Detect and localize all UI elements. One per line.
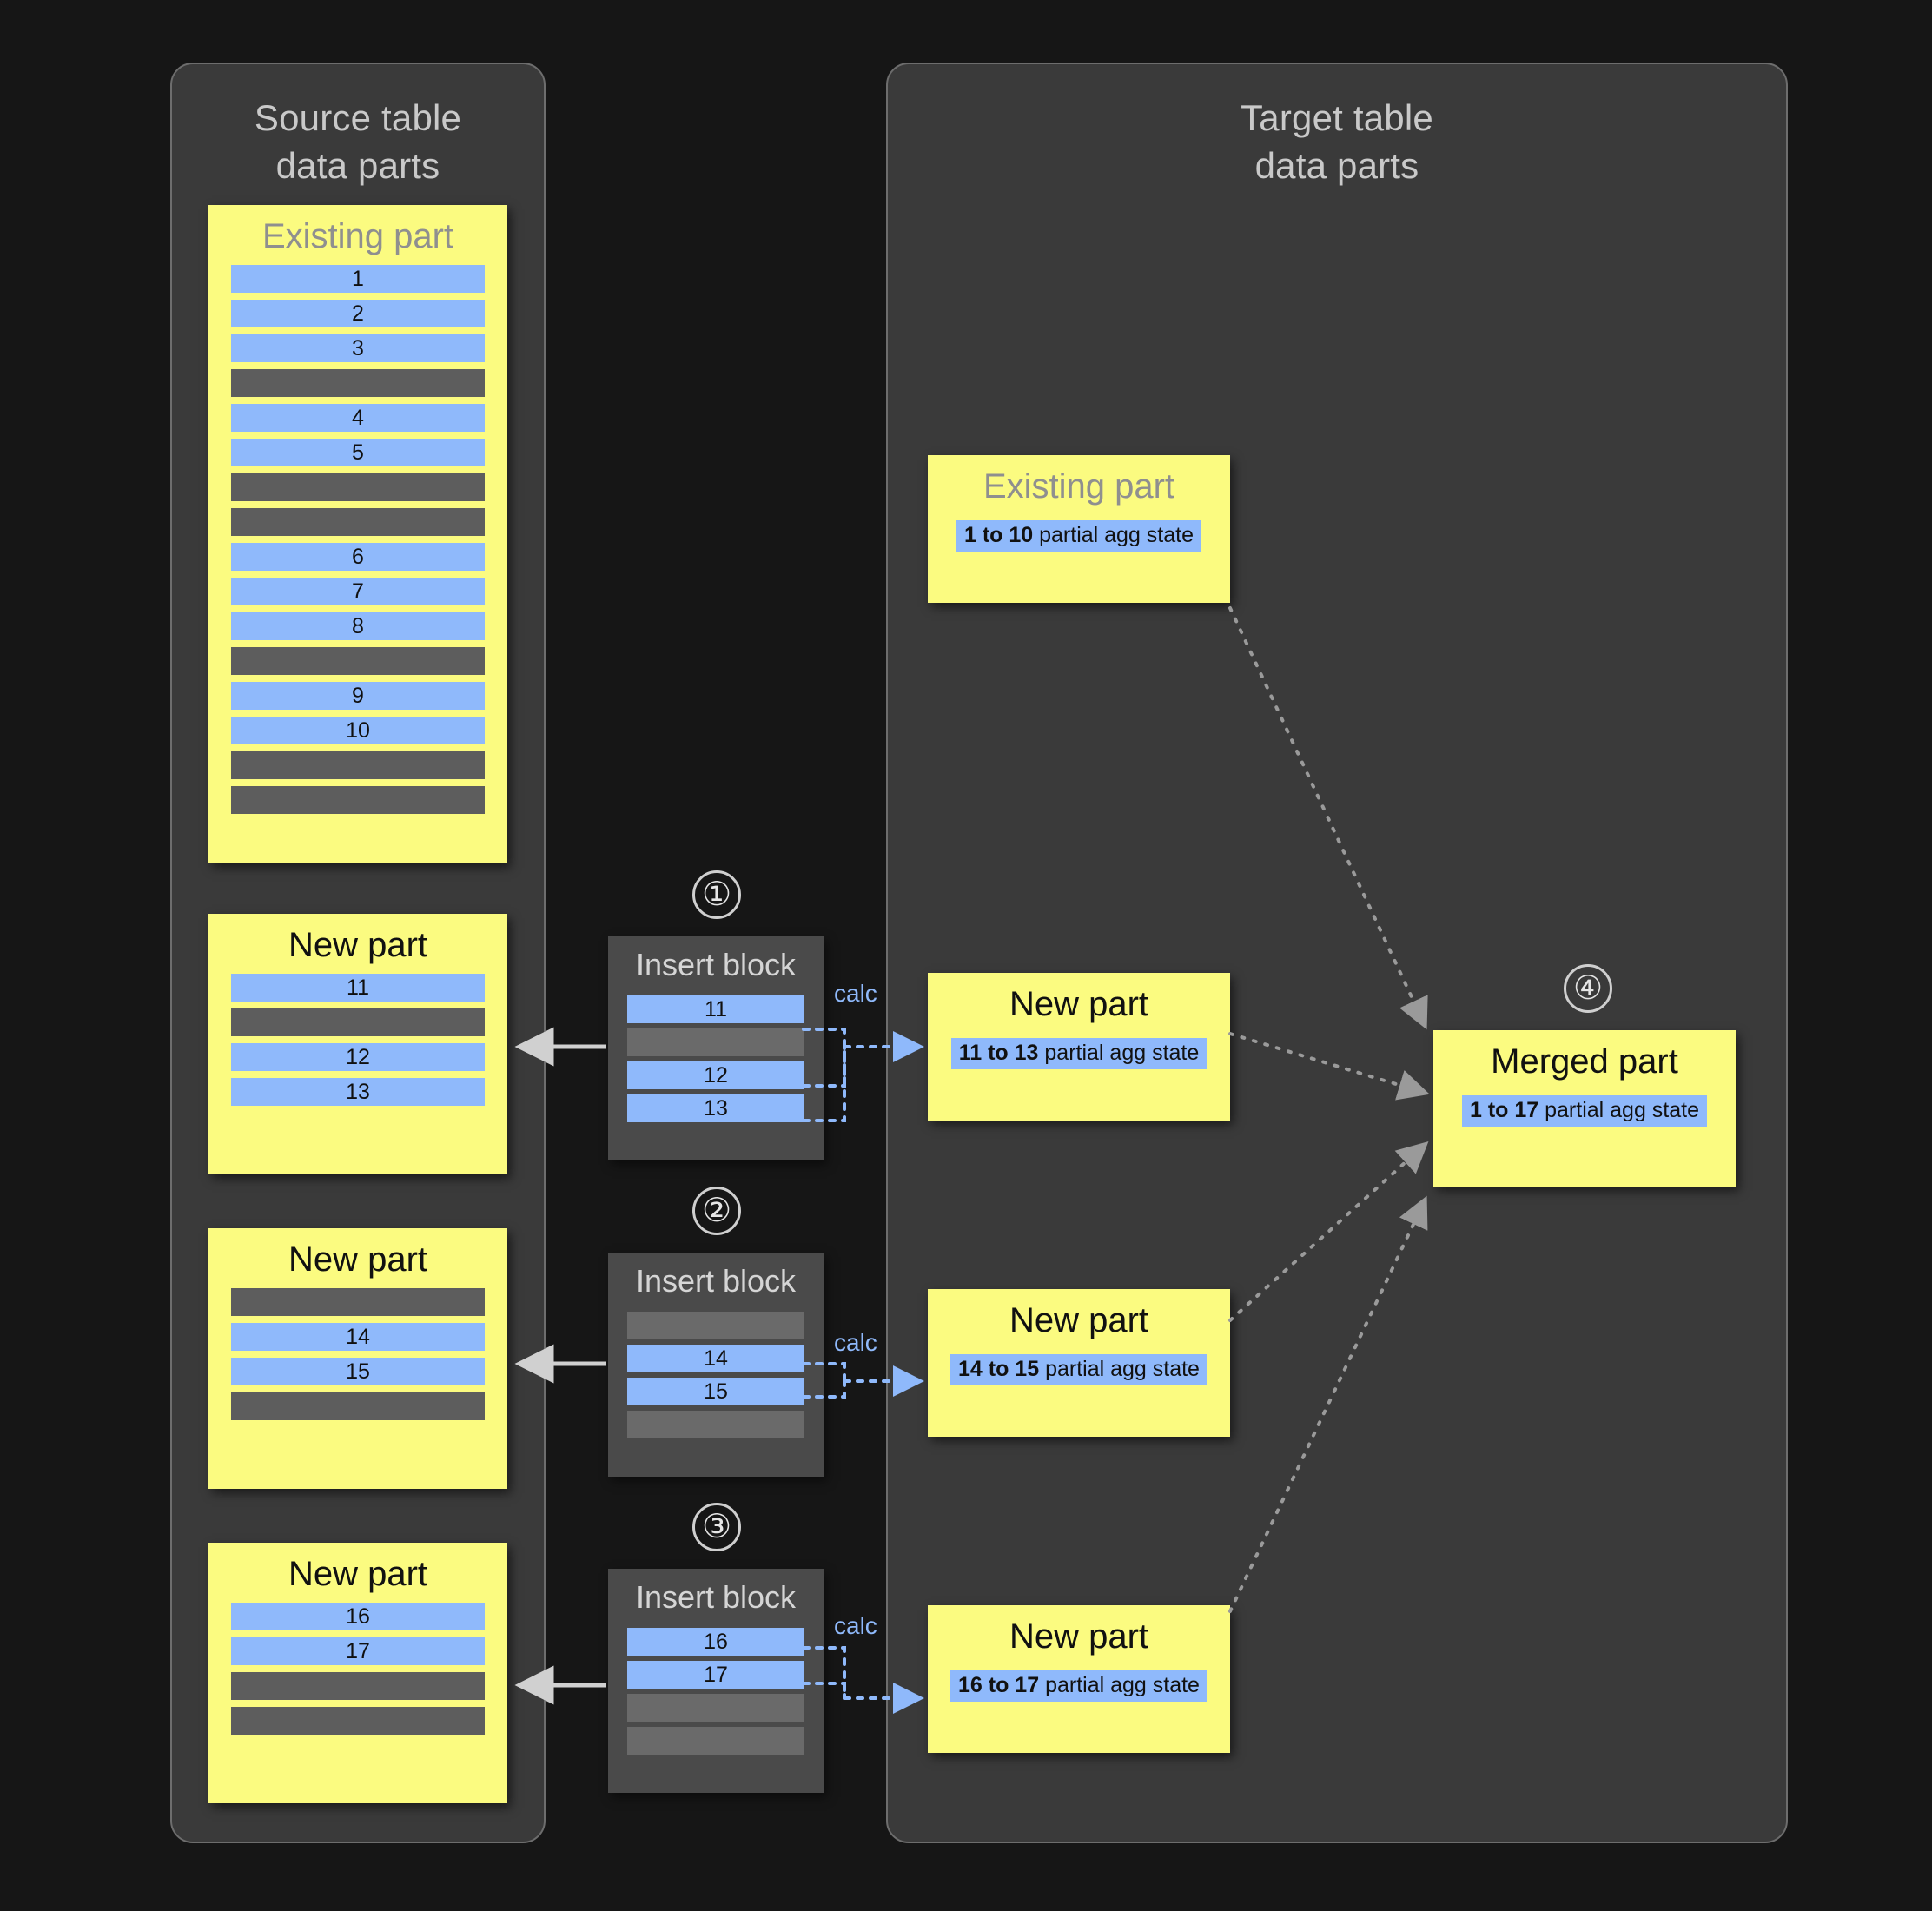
- data-row-value: 13: [231, 1078, 485, 1106]
- data-row-empty: [231, 473, 485, 501]
- insert-block-1-rows: 11 12 13: [608, 995, 824, 1145]
- target-new-part-2-agg: 14 to 15 partial agg state: [950, 1354, 1208, 1385]
- target-existing-part-title: Existing part: [983, 467, 1175, 506]
- insert-block-1-title: Insert block: [635, 947, 797, 982]
- source-new-part-2-title: New part: [288, 1240, 428, 1279]
- data-row-empty: [231, 1392, 485, 1420]
- insert-block-1: Insert block 11 12 13: [608, 936, 824, 1160]
- target-new-part-2-title: New part: [1009, 1301, 1149, 1339]
- data-row-empty: [231, 1672, 485, 1700]
- data-row-value: 11: [231, 974, 485, 1002]
- source-new-part-1: New part 11 12 13: [208, 914, 507, 1174]
- calc-label-2: calc: [834, 1329, 877, 1356]
- step-marker-1: ①: [692, 870, 741, 919]
- target-new-part-1-agg: 11 to 13 partial agg state: [950, 1038, 1208, 1069]
- data-row-value: 10: [231, 717, 485, 744]
- merged-part-agg-wrap: 1 to 17 partial agg state: [1433, 1090, 1736, 1127]
- insert-block-2-title: Insert block: [635, 1263, 797, 1299]
- insert-row-empty: [627, 1694, 804, 1722]
- data-row-empty: [231, 647, 485, 675]
- source-new-part-3-title: New part: [288, 1555, 428, 1593]
- insert-row-empty: [627, 1028, 804, 1056]
- data-row-value: 4: [231, 404, 485, 432]
- insert-row-value: 16: [627, 1628, 804, 1656]
- target-table-panel: Target table data parts: [886, 63, 1788, 1843]
- source-existing-part: Existing part 1 2 3 4 5 6 7 8 9 10: [208, 205, 507, 863]
- target-new-part-1: New part 11 to 13 partial agg state: [928, 973, 1230, 1121]
- step-marker-3: ③: [692, 1503, 741, 1551]
- data-row-empty: [231, 369, 485, 397]
- insert-row-value: 11: [627, 995, 804, 1023]
- data-row-empty: [231, 1008, 485, 1036]
- source-existing-part-title: Existing part: [261, 217, 454, 255]
- insert-row-value: 17: [627, 1661, 804, 1689]
- data-row-value: 9: [231, 682, 485, 710]
- step-marker-4: ④: [1564, 964, 1612, 1013]
- data-row-empty: [231, 1288, 485, 1316]
- target-new-part-2: New part 14 to 15 partial agg state: [928, 1289, 1230, 1437]
- merged-part-title: Merged part: [1491, 1042, 1678, 1081]
- merged-part-agg: 1 to 17 partial agg state: [1461, 1095, 1708, 1127]
- insert-row-value: 14: [627, 1345, 804, 1372]
- insert-row-empty: [627, 1411, 804, 1438]
- target-existing-part: Existing part 1 to 10 partial agg state: [928, 455, 1230, 603]
- data-row-empty: [231, 508, 485, 536]
- data-row-value: 2: [231, 300, 485, 327]
- insert-block-3-title: Insert block: [635, 1579, 797, 1615]
- data-row-value: 5: [231, 439, 485, 466]
- target-new-part-3: New part 16 to 17 partial agg state: [928, 1605, 1230, 1753]
- data-row-value: 12: [231, 1043, 485, 1071]
- data-row-value: 14: [231, 1323, 485, 1351]
- insert-row-empty: [627, 1727, 804, 1755]
- target-new-part-1-agg-wrap: 11 to 13 partial agg state: [928, 1033, 1230, 1069]
- target-new-part-3-agg: 16 to 17 partial agg state: [950, 1670, 1208, 1702]
- data-row-empty: [231, 1707, 485, 1735]
- source-new-part-1-title: New part: [288, 926, 428, 964]
- data-row-value: 17: [231, 1637, 485, 1665]
- step-marker-2: ②: [692, 1187, 741, 1235]
- insert-row-empty: [627, 1312, 804, 1339]
- data-row-value: 15: [231, 1358, 485, 1385]
- data-row-value: 7: [231, 578, 485, 605]
- target-new-part-2-agg-wrap: 14 to 15 partial agg state: [928, 1349, 1230, 1385]
- data-row-value: 8: [231, 612, 485, 640]
- insert-row-value: 12: [627, 1061, 804, 1089]
- merged-part: Merged part 1 to 17 partial agg state: [1433, 1030, 1736, 1187]
- data-row-empty: [231, 751, 485, 779]
- data-row-value: 3: [231, 334, 485, 362]
- data-row-value: 1: [231, 265, 485, 293]
- target-panel-title: Target table data parts: [1241, 97, 1433, 187]
- data-row-empty: [231, 786, 485, 814]
- source-new-part-1-rows: 11 12 13: [208, 974, 507, 1106]
- insert-row-value: 13: [627, 1094, 804, 1122]
- source-existing-part-rows: 1 2 3 4 5 6 7 8 9 10: [208, 265, 507, 814]
- target-existing-part-agg: 1 to 10 partial agg state: [956, 520, 1202, 552]
- source-panel-title: Source table data parts: [254, 97, 462, 187]
- insert-row-value: 15: [627, 1378, 804, 1405]
- target-new-part-1-title: New part: [1009, 985, 1149, 1023]
- target-new-part-3-agg-wrap: 16 to 17 partial agg state: [928, 1665, 1230, 1702]
- data-row-value: 6: [231, 543, 485, 571]
- calc-label-3: calc: [834, 1612, 877, 1639]
- target-new-part-3-title: New part: [1009, 1617, 1149, 1656]
- target-existing-part-agg-wrap: 1 to 10 partial agg state: [928, 515, 1230, 552]
- calc-label-1: calc: [834, 980, 877, 1007]
- data-row-value: 16: [231, 1603, 485, 1630]
